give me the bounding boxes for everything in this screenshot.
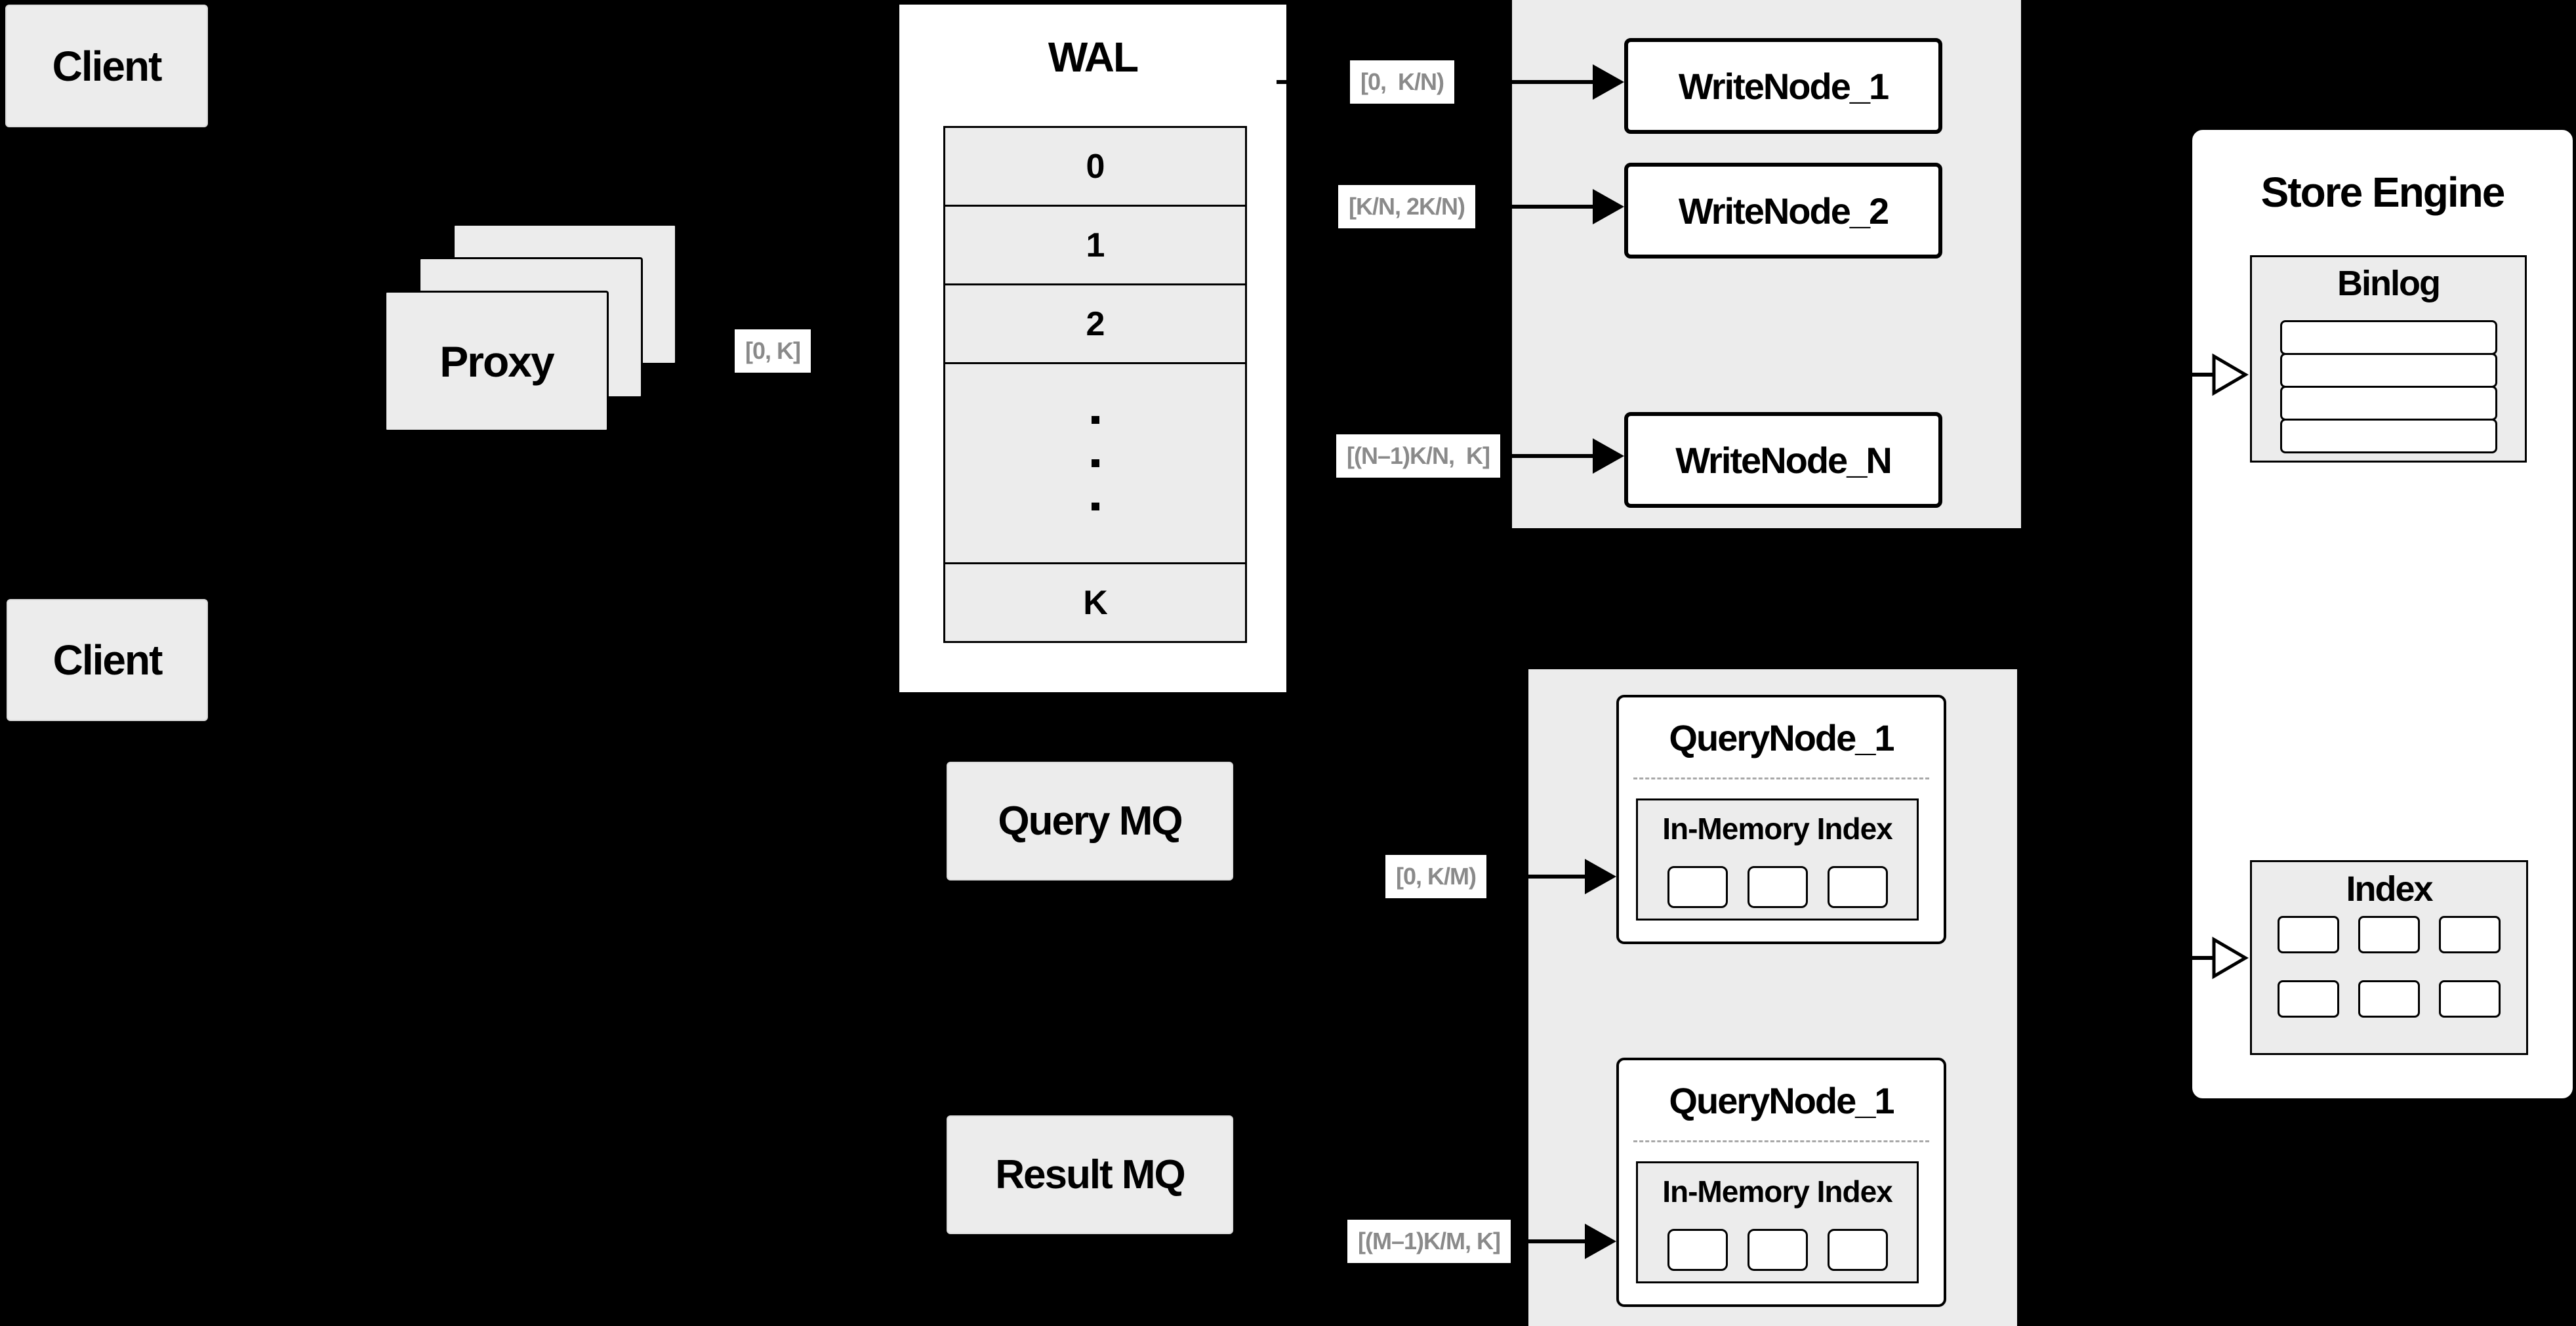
write-node-n-label: WriteNode_N: [1675, 439, 1892, 481]
client-bottom-label: Client: [52, 636, 163, 684]
result-mq-box: Result MQ: [947, 1115, 1233, 1234]
binlog-title-wrap: Binlog: [2252, 257, 2525, 310]
wal-segment-0: 0: [943, 126, 1247, 207]
query-node-top: QueryNode_1 In-Memory Index: [1616, 695, 1946, 944]
binlog-row: [2280, 353, 2497, 388]
write-node-2: WriteNode_2: [1624, 163, 1942, 259]
ellipsis-dot: [1091, 503, 1099, 510]
query-mq-label: Query MQ: [998, 798, 1183, 844]
index-box: Index: [2250, 860, 2528, 1055]
ellipsis-dot: [1091, 416, 1099, 424]
segment-square: [1747, 866, 1808, 908]
segment-square: [1827, 1229, 1888, 1271]
index-square: [2439, 980, 2501, 1018]
client-top-box: Client: [5, 5, 208, 127]
range-label-write-2: [K/N, 2K/N): [1338, 185, 1475, 228]
client-bottom-box: Client: [7, 599, 208, 721]
query-node-bottom-title-wrap: QueryNode_1: [1619, 1060, 1944, 1140]
client-top-label: Client: [52, 42, 163, 90]
wal-segment-1-label: 1: [1086, 226, 1105, 264]
in-memory-index-top-title-wrap: In-Memory Index: [1638, 800, 1917, 857]
index-title-wrap: Index: [2252, 862, 2526, 916]
wal-segment-1: 1: [943, 205, 1247, 285]
index-square: [2278, 980, 2339, 1018]
segment-squares-row: [1638, 1229, 1917, 1271]
query-node-bottom: QueryNode_1 In-Memory Index: [1616, 1058, 1946, 1307]
index-title: Index: [2346, 869, 2433, 909]
range-label-write-n: [(N–1)K/N, K]: [1336, 434, 1500, 478]
query-mq-box: Query MQ: [947, 762, 1233, 881]
index-square: [2278, 916, 2339, 953]
in-memory-index-bottom-title-wrap: In-Memory Index: [1638, 1163, 1917, 1220]
range-label-query-m: [(M–1)K/M, K]: [1347, 1220, 1511, 1263]
binlog-row: [2280, 419, 2497, 453]
ellipsis-dot: [1091, 459, 1099, 467]
wal-segment-k-label: K: [1083, 583, 1108, 622]
write-node-1-label: WriteNode_1: [1678, 65, 1889, 107]
wal-segment-0-label: 0: [1086, 147, 1105, 186]
query-node-bottom-title: QueryNode_1: [1669, 1079, 1894, 1121]
index-squares-row: [2252, 916, 2526, 953]
index-square: [2439, 916, 2501, 953]
range-label-query-1: [0, K/M): [1385, 855, 1486, 898]
proxy-card-front: Proxy: [384, 291, 609, 432]
segment-square: [1747, 1229, 1808, 1271]
wal-segment-2-label: 2: [1086, 304, 1105, 343]
in-memory-index-top-title: In-Memory Index: [1662, 812, 1893, 846]
result-mq-label: Result MQ: [995, 1152, 1186, 1197]
store-engine-box: Store Engine Binlog Index: [2191, 129, 2574, 1100]
wal-segment-table: 0 1 2 K: [943, 126, 1247, 643]
in-memory-index-bottom-title: In-Memory Index: [1662, 1174, 1893, 1209]
proxy-label: Proxy: [440, 337, 554, 386]
store-engine-title: Store Engine: [2260, 169, 2506, 216]
binlog-row: [2280, 320, 2497, 355]
store-engine-title-wrap: Store Engine: [2192, 143, 2573, 241]
index-square: [2358, 916, 2420, 953]
index-square: [2358, 980, 2420, 1018]
write-node-2-label: WriteNode_2: [1678, 190, 1889, 232]
dashed-divider: [1633, 1140, 1929, 1142]
wal-title-wrap: WAL: [899, 5, 1286, 110]
range-label-write-1: [0, K/N): [1350, 60, 1455, 104]
wal-segment-2: 2: [943, 283, 1247, 364]
wal-segment-ellipsis: [943, 362, 1247, 564]
query-node-top-title: QueryNode_1: [1669, 716, 1894, 758]
binlog-row: [2280, 386, 2497, 421]
segment-square: [1667, 866, 1728, 908]
query-node-top-title-wrap: QueryNode_1: [1619, 697, 1944, 777]
wal-box: WAL 0 1 2 K: [897, 3, 1288, 694]
binlog-box: Binlog: [2250, 255, 2527, 463]
binlog-title: Binlog: [2337, 264, 2441, 303]
write-node-1: WriteNode_1: [1624, 38, 1942, 134]
index-squares-row: [2252, 980, 2526, 1018]
dashed-divider: [1633, 777, 1929, 779]
wal-title: WAL: [1048, 33, 1139, 81]
in-memory-index-bottom: In-Memory Index: [1636, 1161, 1919, 1283]
segment-squares-row: [1638, 866, 1917, 908]
wal-segment-k: K: [943, 562, 1247, 643]
segment-square: [1667, 1229, 1728, 1271]
range-label-proxy-out: [0, K]: [735, 329, 811, 373]
in-memory-index-top: In-Memory Index: [1636, 798, 1919, 921]
write-node-n: WriteNode_N: [1624, 412, 1942, 508]
segment-square: [1827, 866, 1888, 908]
